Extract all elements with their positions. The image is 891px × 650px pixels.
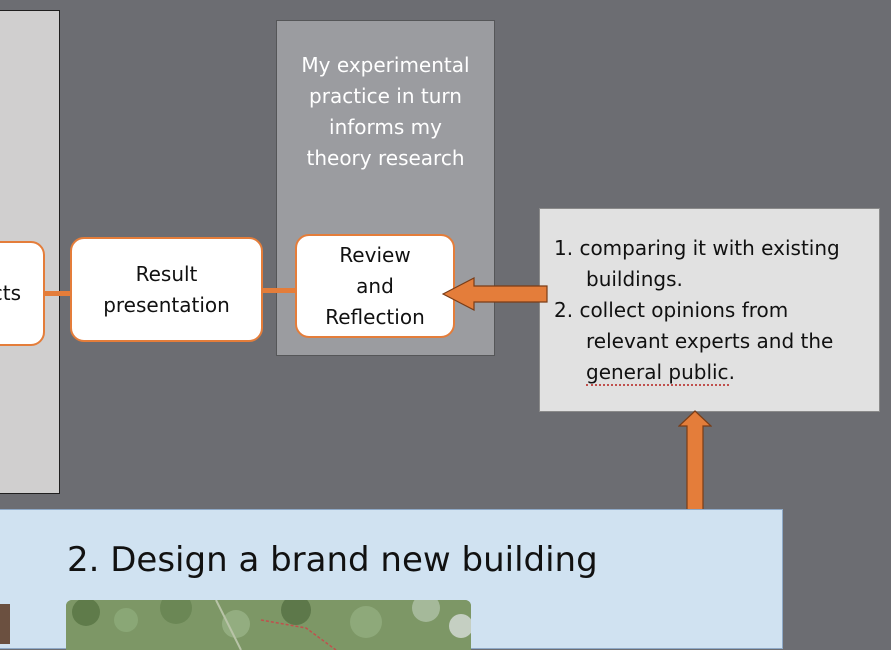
process-node-review-reflection: Review and Reflection xyxy=(295,234,455,338)
list-text-continued: relevant experts and the xyxy=(586,329,834,353)
aerial-photo-graphic xyxy=(66,600,471,650)
spellcheck-underlined-text: general public xyxy=(586,360,729,386)
node-label: Result xyxy=(135,261,198,286)
design-title: 2. Design a brand new building xyxy=(67,540,598,580)
node-label: presentation xyxy=(103,292,230,317)
list-number: 1. xyxy=(554,236,574,260)
arrow-up-icon xyxy=(678,410,712,512)
note-line: My experimental xyxy=(301,53,470,77)
process-node-left: cts xyxy=(0,241,45,346)
list-text-continued: general public. xyxy=(586,357,735,388)
list-text-continued: buildings. xyxy=(586,267,683,291)
methods-box: 1. comparing it with existing buildings.… xyxy=(539,208,880,412)
image-fragment xyxy=(0,604,10,644)
list-item: 1. comparing it with existing xyxy=(554,233,840,264)
connector-line xyxy=(45,291,71,296)
note-line: informs my xyxy=(329,115,442,139)
aerial-photo xyxy=(66,600,471,650)
node-label: cts xyxy=(0,281,21,305)
node-label: Reflection xyxy=(325,304,425,329)
note-line: practice in turn xyxy=(309,84,462,108)
list-item: 2. collect opinions from xyxy=(554,295,788,326)
note-line: theory research xyxy=(306,146,465,170)
list-text: collect opinions from xyxy=(579,298,789,322)
list-number: 2. xyxy=(554,298,574,322)
list-text: comparing it with existing xyxy=(579,236,840,260)
arrow-left-icon xyxy=(442,277,548,311)
node-label: Review xyxy=(339,242,411,267)
node-label: and xyxy=(356,273,394,298)
process-node-result-presentation: Result presentation xyxy=(70,237,263,342)
connector-line xyxy=(262,288,296,293)
list-text-tail: . xyxy=(728,360,735,384)
note-text: My experimental practice in turn informs… xyxy=(276,50,495,174)
